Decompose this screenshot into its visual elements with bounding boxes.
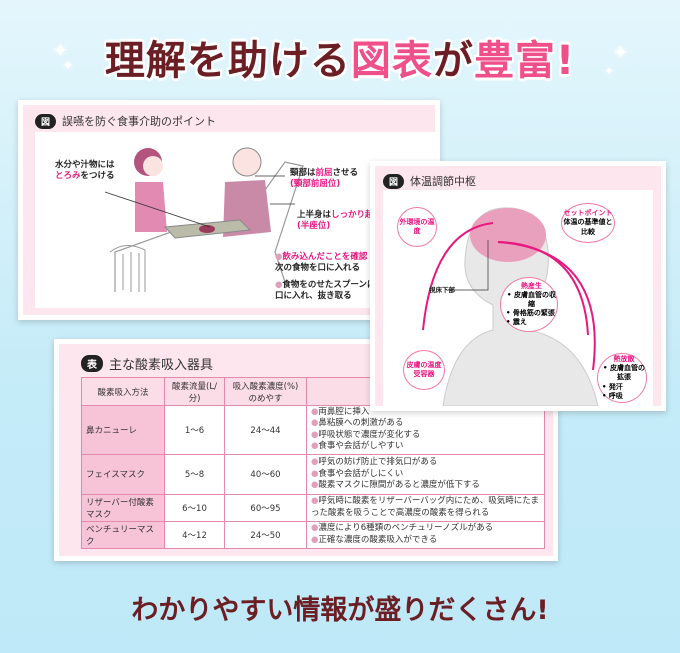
sparkle-icon: ✦: [604, 64, 615, 78]
card-title: 主な酸素吸入器具: [109, 358, 214, 373]
figure-tag: 図: [35, 113, 57, 129]
spoon-label: ●食物をのせたスプーンは口に入れ、抜き取る: [275, 280, 376, 302]
headline: 理解を助ける図表が豊富!: [0, 28, 680, 86]
card-header: 図体温調節中枢: [383, 173, 476, 189]
neck-label: 頸部は前屈させる(頸部前屈位): [290, 168, 359, 190]
card-title: 誤嚥を防ぐ食事介助のポイント: [62, 115, 217, 128]
confirm-label: ●飲み込んだことを確認次の食物を口に入れる: [275, 252, 368, 274]
card-title: 体温調節中枢: [410, 175, 477, 188]
heat-loss-bubble: 熱放散• 皮膚血管の拡張• 発汗• 呼吸: [597, 353, 647, 403]
headline-highlight: 図表: [350, 38, 433, 84]
headline-text: が: [432, 38, 474, 84]
external-temp-bubble: 外環境の温度: [397, 207, 437, 247]
sparkle-icon: ✦: [612, 40, 629, 64]
headline-highlight: 豊富!: [473, 38, 576, 84]
skin-receptor-bubble: 皮膚の温度受容器: [403, 350, 445, 390]
column-header: 酸素流量(L/分): [164, 377, 225, 406]
heat-production-bubble: 熱産生• 皮膚血管の収縮• 骨格筋の緊張• 震え: [500, 277, 558, 332]
bed-care-illustration: [104, 147, 304, 292]
setpoint-bubble: セットポイント体温の基準値と比較: [561, 203, 615, 243]
headline-text: 理解を助ける: [104, 38, 351, 84]
card-header: 表主な酸素吸入器具: [81, 354, 213, 373]
swallow-figure-card: 図誤嚥を防ぐ食事介助のポイント 水分や汁物にはとろみをつける 頸部は前屈させる(…: [18, 100, 440, 320]
sparkle-icon: ✦: [52, 38, 69, 62]
figure-tag: 図: [383, 173, 405, 189]
column-header: 酸素吸入方法: [81, 377, 165, 406]
swallow-illustration: 水分や汁物にはとろみをつける 頸部は前屈させる(頸部前屈位) 上半身はしっかり起…: [35, 132, 435, 308]
thermoregulation-illustration: 外環境の温度 セットポイント体温の基準値と比較 視床下部 熱産生• 皮膚血管の収…: [383, 190, 653, 406]
thicken-label: 水分や汁物にはとろみをつける: [55, 160, 115, 182]
card-header: 図誤嚥を防ぐ食事介助のポイント: [35, 113, 216, 129]
thermoregulation-card: 図体温調節中枢 外環境の温度 セットポイント体温の基準値と比較 視床下部 熱産生…: [370, 161, 666, 411]
table-tag: 表: [81, 355, 103, 372]
column-header: 吸入酸素濃度(%)のめやす: [224, 377, 307, 406]
hypothalamus-label: 視床下部: [429, 286, 455, 294]
tagline: わかりやすい情報が盛りだくさん!: [131, 595, 549, 626]
sparkle-icon: ✦: [62, 58, 74, 74]
upper-body-label: 上半身はしっかり起(半座位): [297, 210, 374, 232]
